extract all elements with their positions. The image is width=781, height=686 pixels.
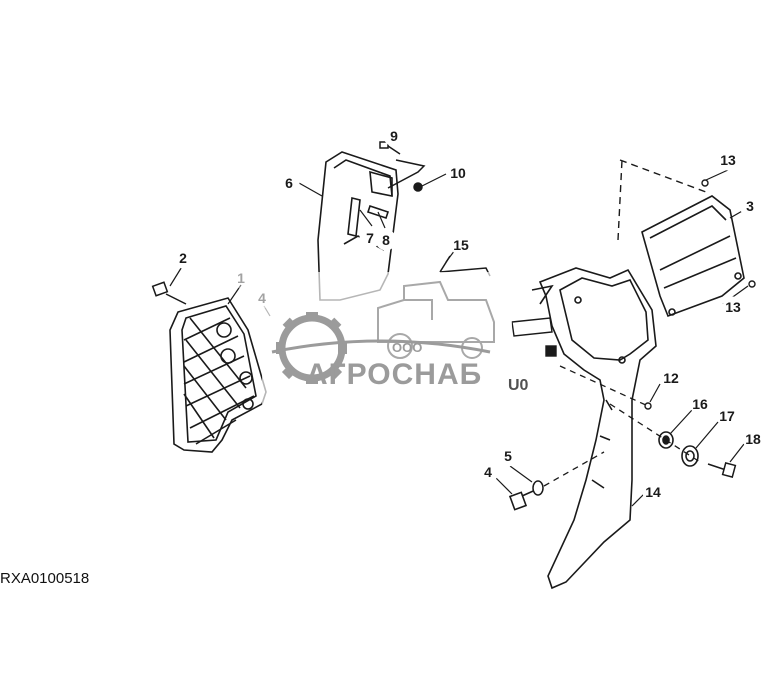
watermark: ООО АГРОСНАБ U0 xyxy=(262,272,529,412)
watermark-swoosh xyxy=(271,339,491,354)
callout-15: 15 xyxy=(450,234,472,256)
callout-number: 3 xyxy=(746,198,754,214)
callout-12: 12 xyxy=(660,367,682,389)
callout-17: 17 xyxy=(716,405,738,427)
callout-number: 4 xyxy=(258,290,266,306)
callout-bubble xyxy=(642,481,664,503)
callout-bubble xyxy=(716,405,738,427)
callout-number: 2 xyxy=(179,250,187,266)
part-bolt-4 xyxy=(508,487,541,511)
callout-number: 13 xyxy=(720,152,736,168)
part-screw-12 xyxy=(644,402,652,410)
callout-16: 16 xyxy=(689,393,711,415)
callout-9: 9 xyxy=(383,125,405,147)
callout-bubble xyxy=(742,428,764,450)
callout-number: 17 xyxy=(719,408,735,424)
callout-8: 8 xyxy=(375,229,397,251)
leader-dashed-4 xyxy=(543,451,605,487)
callout-bubble xyxy=(450,234,472,256)
callout-4: 4 xyxy=(251,287,273,309)
drawing-id: RXA0100518 xyxy=(0,570,90,587)
watermark-brand: АГРОСНАБ xyxy=(306,358,482,391)
callout-6: 6 xyxy=(278,172,300,194)
callout-13: 13 xyxy=(722,296,744,318)
callout-5: 5 xyxy=(497,445,519,467)
callout-18: 18 xyxy=(742,428,764,450)
callout-bubble xyxy=(172,247,194,269)
callout-bubble xyxy=(375,229,397,251)
callout-number: 16 xyxy=(692,396,708,412)
callout-number: 1 xyxy=(237,270,245,286)
callout-bubble xyxy=(447,162,469,184)
leader-dashed-3 xyxy=(619,159,707,193)
callout-bubble xyxy=(717,149,739,171)
callout-2: 2 xyxy=(172,247,194,269)
callout-4: 4 xyxy=(477,461,499,483)
callout-10: 10 xyxy=(447,162,469,184)
watermark-prefix: ООО xyxy=(392,340,422,355)
part-screw-13 xyxy=(701,179,756,288)
part-front-shield xyxy=(169,297,267,453)
callout-bubble xyxy=(497,445,519,467)
part-bolt-9 xyxy=(379,141,426,189)
callout-bubble xyxy=(383,125,405,147)
callout-bubble xyxy=(739,195,761,217)
callout-3: 3 xyxy=(739,195,761,217)
callout-number: 4 xyxy=(484,464,492,480)
callout-number: 18 xyxy=(745,431,761,447)
watermark-harvester-icon xyxy=(377,280,495,359)
callout-13: 13 xyxy=(717,149,739,171)
callout-number: 5 xyxy=(504,448,512,464)
callout-bubble xyxy=(660,367,682,389)
part-bolt-2 xyxy=(151,281,187,305)
leader-dashed-12 xyxy=(559,365,649,407)
watermark-gear-teeth-icon xyxy=(276,312,347,384)
callout-bubble xyxy=(230,267,252,289)
callout-number: 10 xyxy=(450,165,466,181)
callout-bubble xyxy=(689,393,711,415)
callout-bubble xyxy=(477,461,499,483)
callout-bubble xyxy=(251,287,273,309)
part-nut-10 xyxy=(413,182,423,192)
callout-number: 15 xyxy=(453,237,469,253)
part-bushing-17 xyxy=(681,445,699,467)
part-washer-5 xyxy=(532,480,544,496)
callout-number: 9 xyxy=(390,128,398,144)
leader-dashed-14 xyxy=(617,159,623,241)
callout-number: 13 xyxy=(725,299,741,315)
callout-number: 14 xyxy=(645,484,661,500)
callout-1: 1 xyxy=(230,267,252,289)
part-side-guard xyxy=(531,267,657,590)
callout-bubble xyxy=(278,172,300,194)
part-bolt-18 xyxy=(707,461,737,479)
callout-bubble xyxy=(722,296,744,318)
callout-number: 7 xyxy=(366,230,374,246)
stray-label: U0 xyxy=(508,377,529,394)
callout-number: 12 xyxy=(663,370,679,386)
callout-number: 6 xyxy=(285,175,293,191)
part-side-panel xyxy=(641,195,745,318)
part-small-bracket xyxy=(511,317,557,357)
leader-dashed-16 xyxy=(609,403,701,463)
callout-number: 8 xyxy=(382,232,390,248)
callout-14: 14 xyxy=(642,481,664,503)
